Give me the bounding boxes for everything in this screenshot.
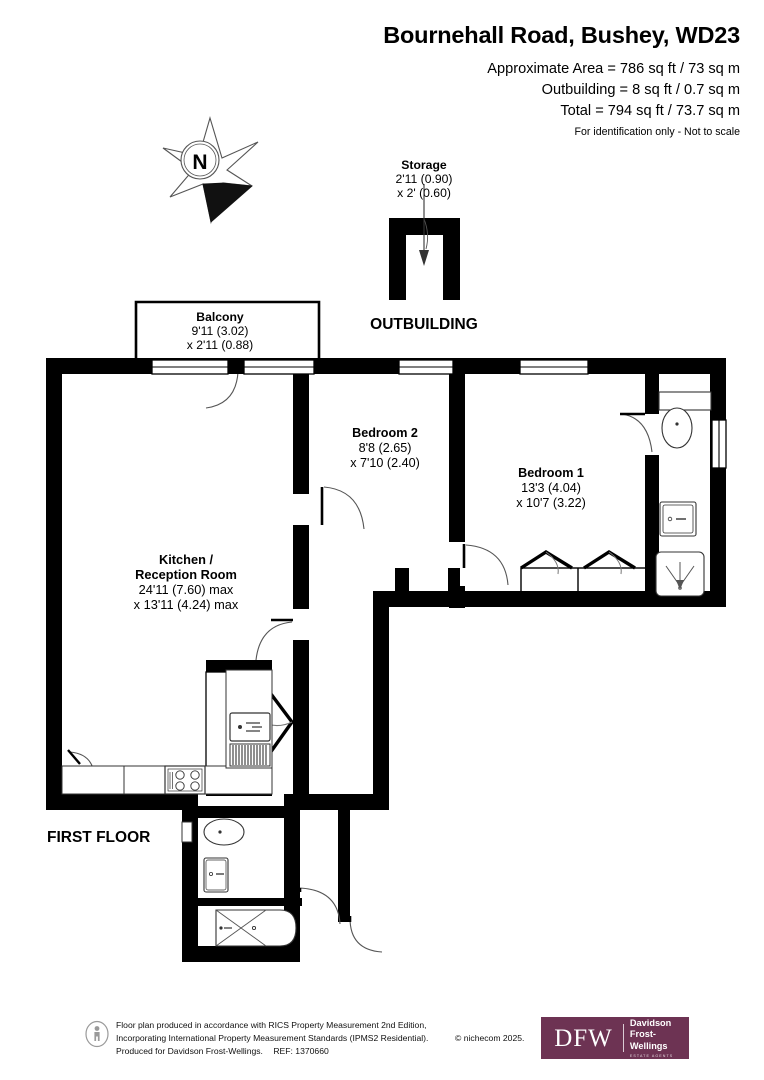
outbuilding-label: OUTBUILDING <box>370 316 478 333</box>
storage-label: Storage <box>401 158 447 172</box>
floorplan-drawing: N Storage 2'11 (0.90) x 2' (0.60) OUTBUI… <box>46 116 727 962</box>
kitchen-reception-label-line1: Kitchen / <box>159 552 213 567</box>
wardrobe-bifold-left <box>520 549 573 570</box>
internal-wall-bed2-bed1-upper <box>449 374 465 542</box>
bathroom-door-swing <box>299 887 341 925</box>
footer-disclaimer-block: Floor plan produced in accordance with R… <box>116 1019 466 1058</box>
dfw-logo-text: Davidson Frost-Wellings ESTATE AGENTS <box>624 1018 689 1058</box>
storage-door-swing <box>423 218 429 250</box>
bathroom-cistern <box>181 821 193 843</box>
bathroom-wall-right-upper <box>288 806 300 892</box>
disclaimer-text: For identification only - Not to scale <box>574 126 740 139</box>
bathroom-wall-bath-divider <box>182 898 302 906</box>
reception-hall-door-swing <box>255 621 293 661</box>
bedroom-1-dim-1: 13'3 (4.04) <box>521 481 581 495</box>
kitchen-fixtures <box>61 669 273 795</box>
room-labels: Bedroom 2 8'8 (2.65) x 7'10 (2.40) Bedro… <box>47 426 586 846</box>
header: Bournehall Road, Bushey, WD23 Approximat… <box>300 22 740 140</box>
footer-line-1: Floor plan produced in accordance with R… <box>116 1020 427 1030</box>
flat-outer-wall <box>46 358 726 962</box>
bedroom-2-dim-2: x 7'10 (2.40) <box>350 456 420 470</box>
approximate-area-line: Approximate Area = 786 sq ft / 73 sq m <box>487 61 740 78</box>
cupboard-wall-left-top <box>206 660 262 672</box>
internal-wall-hall-vertical <box>293 640 309 795</box>
bed1-wall-nib-b <box>448 568 460 592</box>
wardrobe-outline <box>520 567 648 593</box>
dfw-logo-subtitle: ESTATE AGENTS <box>629 1054 674 1059</box>
bedroom-1-wardrobe <box>520 549 648 593</box>
bedroom-1-label: Bedroom 1 <box>518 466 584 480</box>
kitchen-reception-dim-1: 24'11 (7.60) max <box>139 582 234 597</box>
hall-wall-lower-right <box>338 806 350 922</box>
ensuite-cistern <box>658 391 712 411</box>
footer-copyright: © nichecom 2025. <box>455 1033 525 1043</box>
balcony-label: Balcony <box>196 310 244 324</box>
outbuilding-group: Storage 2'11 (0.90) x 2' (0.60) OUTBUILD… <box>370 158 478 333</box>
storage-dim-1: 2'11 (0.90) <box>396 172 453 186</box>
balcony-group: Balcony 9'11 (3.02) x 2'11 (0.88) <box>134 300 321 363</box>
bed1-wall-nib-a <box>395 568 409 592</box>
doors-group <box>67 358 653 953</box>
compass-rose-icon: N <box>162 116 259 225</box>
balcony-door-swing <box>205 371 239 409</box>
dfw-logo: DFW Davidson Frost-Wellings ESTATE AGENT… <box>541 1017 689 1059</box>
bath-shower-marker-b <box>215 909 267 947</box>
internal-wall-ensuite-top <box>645 374 659 414</box>
bedroom-1-door-swing <box>465 544 509 586</box>
bathroom-wall-top <box>182 806 300 818</box>
footer-line-3: Produced for Davidson Frost-Wellings. <box>116 1046 263 1057</box>
storage-pointer-arrow <box>419 250 429 266</box>
ensuite-fixtures <box>655 391 712 597</box>
bedroom-2-door-swing <box>323 486 365 530</box>
first-floor-label: FIRST FLOOR <box>47 829 150 846</box>
internal-wall-kitchen-bed2-upper <box>293 374 309 494</box>
total-area-line: Total = 794 sq ft / 73.7 sq m <box>560 102 740 119</box>
ensuite-door-swing <box>621 413 653 453</box>
bathroom-toilet <box>203 818 245 846</box>
dfw-logo-name-line1: Davidson <box>629 1017 672 1028</box>
ensuite-toilet <box>661 407 693 449</box>
bathroom-wall-right-lower <box>288 940 300 962</box>
balcony-dim-2: x 2'11 (0.88) <box>187 338 253 352</box>
footer-line-2: Incorporating International Property Mea… <box>116 1033 429 1044</box>
kitchen-appliance-oven <box>229 712 271 742</box>
dfw-logo-divider <box>623 1024 624 1052</box>
storage-door-leaf <box>409 218 425 232</box>
internal-wall-kitchen-bed2-lower <box>293 525 309 609</box>
wardrobe-bifold-right <box>583 549 636 570</box>
info-person-icon <box>85 1020 109 1048</box>
page-title: Bournehall Road, Bushey, WD23 <box>383 22 740 48</box>
hall-lower-door-swing <box>349 917 383 953</box>
dfw-logo-name-line2: Frost-Wellings <box>629 1029 668 1051</box>
balcony-dim-1: 9'11 (3.02) <box>192 324 249 338</box>
bedroom-2-label: Bedroom 2 <box>352 426 418 440</box>
windows-group <box>151 359 727 469</box>
bedroom-1-dim-2: x 10'7 (3.22) <box>516 496 586 510</box>
kitchen-reception-label-line2: Reception Room <box>135 567 237 582</box>
outbuilding-area-line: Outbuilding = 8 sq ft / 0.7 sq m <box>541 82 740 99</box>
dfw-logo-initials: DFW <box>554 1024 613 1052</box>
kitchen-reception-dim-2: x 13'11 (4.24) max <box>134 597 239 612</box>
bedroom-2-dim-1: 8'8 (2.65) <box>359 441 412 455</box>
compass-north-letter: N <box>192 151 207 174</box>
footer-ref: REF: 1370660 <box>273 1046 329 1057</box>
bathroom-fixtures <box>181 818 297 947</box>
